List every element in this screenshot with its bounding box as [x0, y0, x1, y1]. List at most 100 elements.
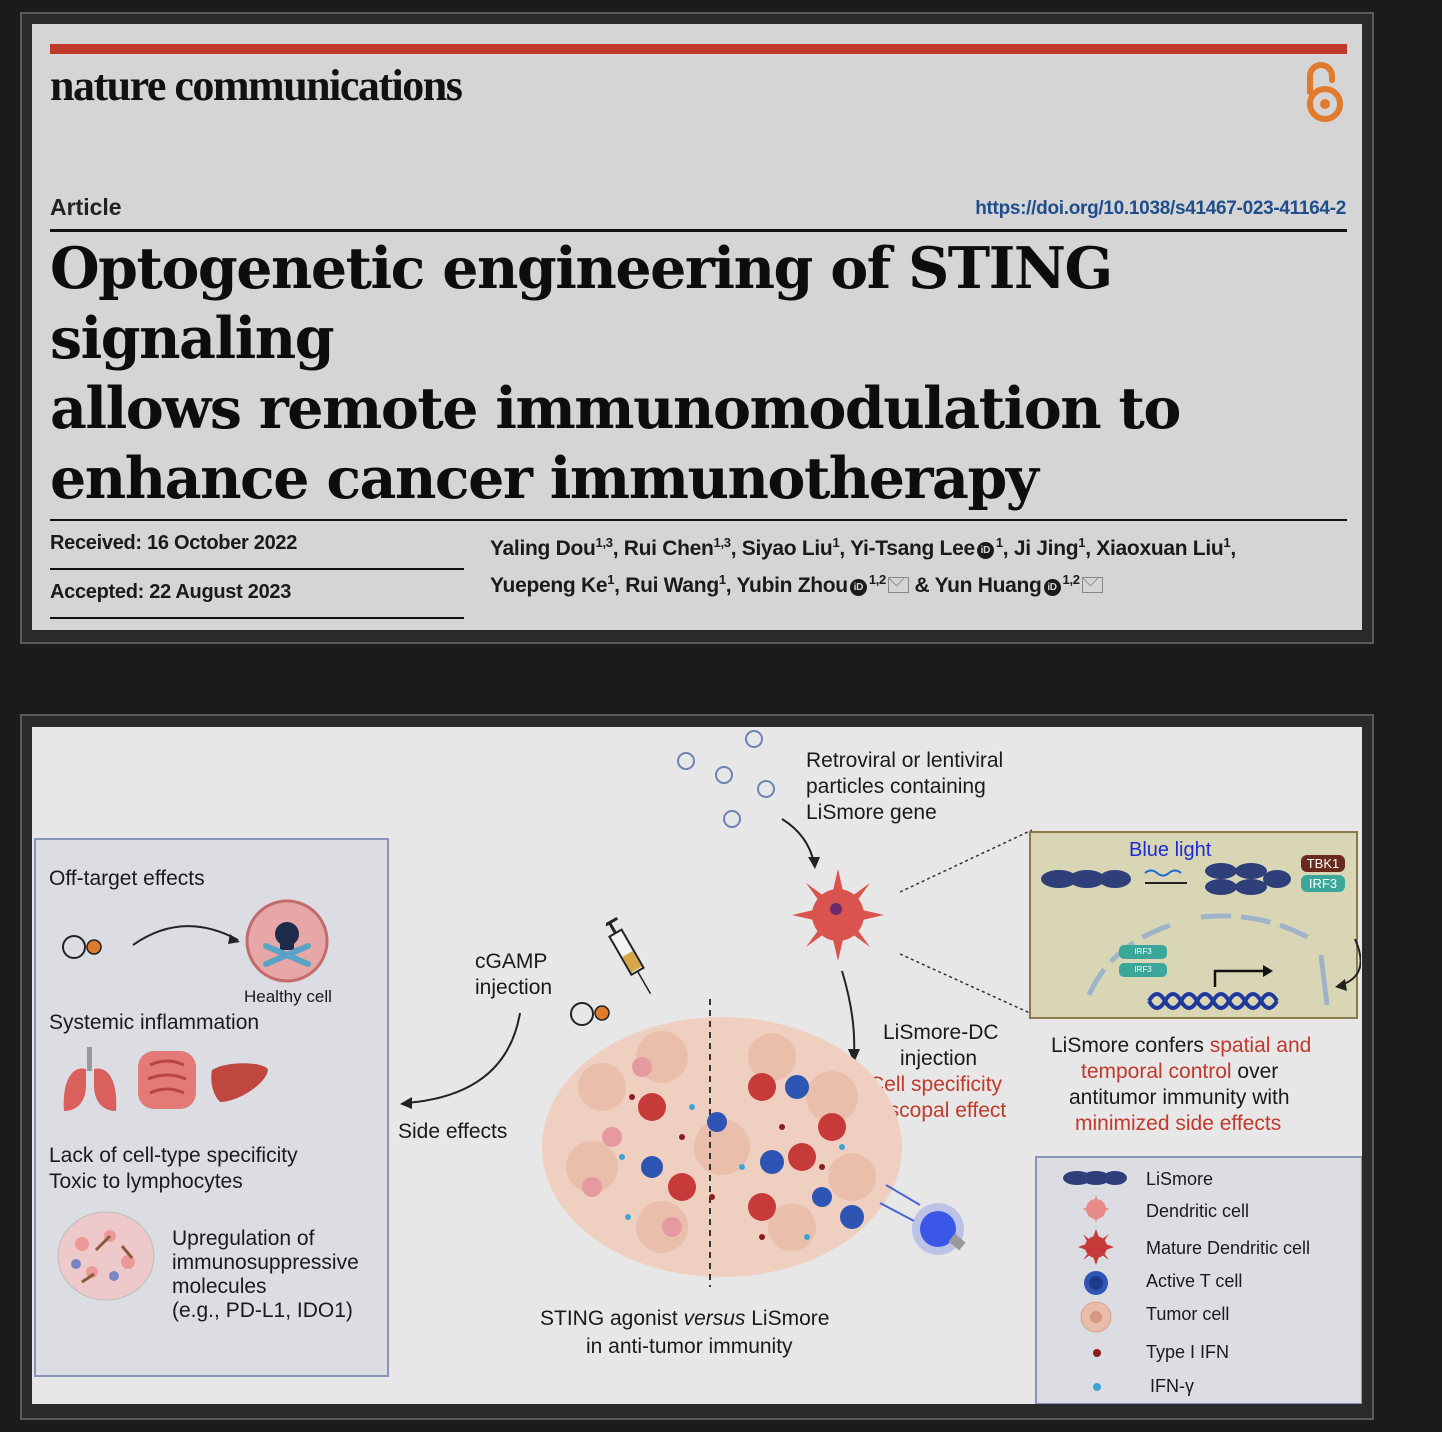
- date-divider: [50, 617, 464, 619]
- side-effects-label: Side effects: [398, 1120, 508, 1143]
- affiliation-sup: 1: [1078, 535, 1086, 550]
- graphical-abstract: Off-target effects Healthy cell Systemic…: [32, 727, 1362, 1404]
- liver-icon: [211, 1063, 268, 1102]
- mail-icon[interactable]: [887, 577, 909, 593]
- affiliation-sup: 1: [718, 572, 726, 587]
- legend-label: Type I IFN: [1146, 1342, 1230, 1362]
- legend-label: Tumor cell: [1146, 1304, 1230, 1324]
- author-list: Yaling Dou1,3, Rui Chen1,3, Siyao Liu1, …: [490, 527, 1350, 601]
- tumor-mass-icon: [542, 997, 902, 1287]
- ifn-gamma-dot-icon: [1093, 1383, 1101, 1391]
- legend-label: IFN-γ: [1150, 1376, 1194, 1396]
- cell-specificity-label: Cell specificity: [869, 1073, 1003, 1096]
- lismore-dc-label: injection: [900, 1047, 978, 1070]
- affiliation-sup: 1: [607, 572, 615, 587]
- open-access-icon: [1307, 62, 1343, 122]
- toxic-lymphocytes-text: Toxic to lymphocytes: [49, 1170, 243, 1193]
- article-type-label: Article: [50, 194, 122, 220]
- dendritic-cell-icon: [1082, 1195, 1110, 1223]
- date-divider: [50, 568, 464, 570]
- caption-text: STING agonist: [540, 1307, 684, 1330]
- author-name[interactable]: Ji Jing1: [1013, 535, 1086, 560]
- confers-line: antitumor immunity with: [1069, 1086, 1290, 1109]
- tumor-microenvironment-icon: [57, 1211, 155, 1301]
- caption-text: LiSmore: [745, 1307, 830, 1330]
- arrow-icon: [781, 818, 820, 869]
- sting-agonist-drawbacks-box: Off-target effects Healthy cell Systemic…: [34, 838, 389, 1377]
- orcid-icon[interactable]: iD: [1043, 579, 1061, 596]
- tumor-cell-icon: [1080, 1301, 1112, 1333]
- legend-box: LiSmore Dendritic cell Mature Dendritic …: [1035, 1156, 1362, 1404]
- phospho-irf3-badge: IRF3: [1119, 963, 1167, 977]
- title-rule: [50, 229, 1347, 232]
- author-name[interactable]: Xiaoxuan Liu1: [1096, 535, 1231, 560]
- author-name[interactable]: Siyao Liu1: [741, 535, 840, 560]
- affiliation-sup: 1: [1223, 535, 1231, 550]
- mail-icon[interactable]: [1081, 577, 1103, 593]
- viral-text-line: particles containing: [806, 775, 986, 798]
- intestine-icon: [138, 1051, 196, 1109]
- bottom-caption-line2: in anti-tumor immunity: [586, 1335, 793, 1358]
- syringe-icon: [606, 916, 652, 995]
- orcid-icon[interactable]: iD: [976, 542, 994, 559]
- author-name[interactable]: Rui Chen1,3: [623, 535, 731, 560]
- mechanism-inset-box: Blue light TBK1 IRF3 IRF3 IRF3: [1029, 831, 1361, 1019]
- orcid-icon[interactable]: iD: [849, 579, 867, 596]
- arrow-icon: [132, 925, 240, 946]
- title-line: Optogenetic engineering of STING signali…: [50, 235, 1113, 372]
- blue-light-label: Blue light: [1129, 839, 1212, 861]
- accepted-date: Accepted: 22 August 2023: [50, 581, 292, 603]
- lungs-icon: [63, 1047, 117, 1111]
- cgamp-label: injection: [475, 976, 553, 999]
- confers-line: LiSmore confers spatial and: [1051, 1033, 1311, 1059]
- tbk1-badge: TBK1: [1301, 855, 1345, 872]
- lismore-dc-label: LiSmore-DC: [883, 1021, 999, 1044]
- systemic-inflammation-heading: Systemic inflammation: [49, 1011, 260, 1034]
- caption-italic: versus: [683, 1307, 746, 1330]
- legend-label: Dendritic cell: [1146, 1201, 1250, 1221]
- affiliation-sup: 1: [832, 535, 840, 550]
- lack-specificity-text: Lack of cell-type specificity: [49, 1144, 298, 1167]
- viral-text-line: Retroviral or lentiviral: [806, 749, 1004, 772]
- mature-dendritic-cell-icon: [1078, 1229, 1114, 1265]
- t-cell-icon: [1084, 1271, 1108, 1295]
- blue-light-bulb-icon: [879, 1184, 966, 1255]
- affiliation-sup: 1,2: [1062, 572, 1080, 587]
- confers-text: over: [1231, 1060, 1279, 1083]
- bottom-caption-line1: STING agonist versus LiSmore: [540, 1306, 829, 1332]
- legend-label: Active T cell: [1146, 1271, 1243, 1291]
- author-name[interactable]: Rui Wang1: [625, 572, 726, 597]
- author-name[interactable]: Yuepeng Ke1: [490, 572, 615, 597]
- healthy-cell-label: Healthy cell: [244, 987, 332, 1006]
- legend-label: LiSmore: [1146, 1169, 1214, 1189]
- upregulation-line: Upregulation of: [172, 1227, 315, 1250]
- title-line: allows remote immunomodulation to: [50, 375, 1181, 442]
- sting-agonist-molecule-icon: [570, 1002, 610, 1026]
- lismore-oligomerization-icon: [1041, 863, 1291, 895]
- arrow-icon: [841, 970, 860, 1063]
- author-name[interactable]: Yaling Dou1,3: [490, 535, 613, 560]
- type1-ifn-dot-icon: [1093, 1349, 1101, 1357]
- journal-accent-bar: [50, 44, 1347, 54]
- affiliation-sup: 1: [995, 535, 1003, 550]
- affiliation-sup: 1,3: [595, 535, 613, 550]
- journal-name[interactable]: nature communications: [50, 61, 463, 110]
- viral-particles-icon: [677, 730, 775, 828]
- viral-text-line: LiSmore gene: [806, 801, 937, 824]
- dendritic-cell-icon: [792, 869, 884, 961]
- title-line: enhance cancer immunotherapy: [50, 445, 1039, 512]
- legend-label: Mature Dendritic cell: [1146, 1238, 1311, 1258]
- author-line: Yaling Dou1,3, Rui Chen1,3, Siyao Liu1, …: [490, 535, 1236, 560]
- irf3-badge: IRF3: [1301, 875, 1345, 892]
- healthy-cell-skull-icon: [245, 899, 329, 983]
- abscopal-effect-label: Abscopal effect: [863, 1099, 1007, 1122]
- sting-agonist-molecule-icon: [62, 935, 102, 959]
- zoom-dotted-lines: [899, 829, 1033, 1015]
- cgamp-label: cGAMP: [475, 950, 548, 973]
- confers-line: minimized side effects: [1075, 1112, 1282, 1135]
- doi-link[interactable]: https://doi.org/10.1038/s41467-023-41164…: [975, 198, 1346, 219]
